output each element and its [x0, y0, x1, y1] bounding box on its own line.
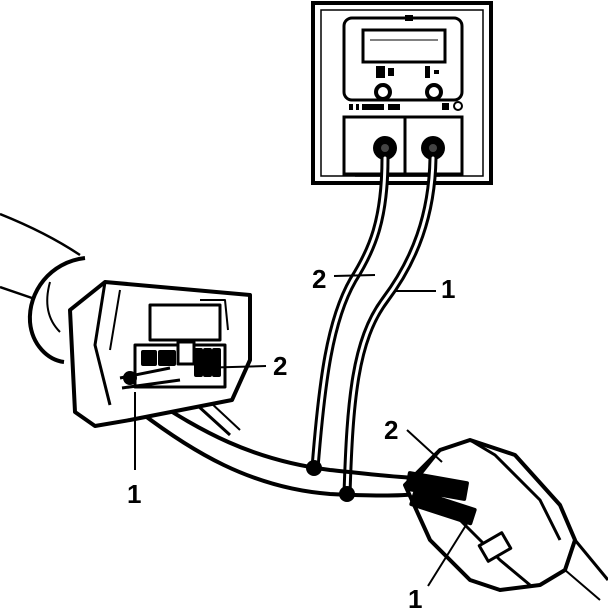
left-knob-icon[interactable] [374, 83, 392, 101]
callout-1-right-connector: 1 [408, 521, 469, 614]
probe-lead-1 [342, 153, 438, 499]
meter-display [361, 28, 447, 64]
right-knob-icon[interactable] [425, 83, 443, 101]
callout-1-lead: 1 [395, 274, 455, 304]
right-connector-housing [403, 438, 608, 601]
probe-1-clip[interactable] [339, 486, 355, 502]
mode-mark-icon [376, 66, 439, 78]
callout-2-right-connector: 2 [384, 415, 443, 463]
left-component-housing [0, 212, 252, 428]
probe-2-clip[interactable] [306, 460, 322, 476]
callout-label: 2 [273, 351, 287, 381]
callout-2-left-connector: 2 [195, 351, 287, 381]
callout-label: 1 [127, 479, 141, 509]
callout-1-left-connector: 1 [127, 392, 141, 509]
callout-label: 2 [312, 264, 326, 294]
callout-2-lead: 2 [312, 264, 376, 294]
jack-2-socket[interactable] [373, 136, 397, 160]
multimeter [311, 1, 493, 185]
terminal-marks-icon [349, 101, 463, 111]
callout-label: 1 [441, 274, 455, 304]
callout-label: 2 [384, 415, 398, 445]
probe-lead-2 [310, 153, 390, 473]
jack-1-socket[interactable] [421, 136, 445, 160]
callout-label: 1 [408, 584, 422, 614]
